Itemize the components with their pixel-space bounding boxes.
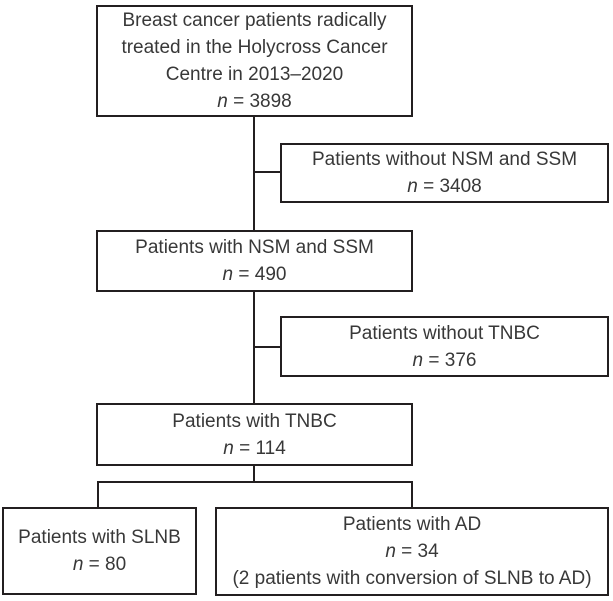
connector-tnbc-stem — [253, 466, 255, 483]
n-symbol: n — [407, 176, 418, 197]
n-symbol: n — [222, 264, 234, 285]
n-symbol: n — [217, 91, 228, 112]
box-label: Patients with SLNB — [18, 527, 181, 548]
n-symbol: n — [412, 349, 424, 371]
flow-box-with-tnbc: Patients with TNBC n = 114 — [96, 403, 413, 466]
box-label: Patients with TNBC — [172, 410, 337, 432]
n-symbol: n — [385, 541, 396, 562]
connector-branch-without-nsm — [253, 171, 282, 173]
box-label: Patients with NSM and SSM — [135, 237, 374, 258]
connector-drop-to-slnb — [97, 481, 99, 507]
flow-box-without-nsm-ssm: Patients without NSM and SSM n = 3408 — [280, 143, 609, 203]
box-label: Patients without TNBC — [349, 322, 540, 344]
n-number: = 3898 — [227, 91, 292, 112]
box-n-value: n = 376 — [292, 347, 597, 374]
box-n-value: n = 3898 — [108, 88, 401, 115]
connector-branch-without-tnbc — [253, 346, 282, 348]
box-n-value: n = 80 — [14, 551, 185, 578]
flow-box-with-ad: Patients with AD n = 34 (2 patients with… — [215, 507, 609, 596]
box-n-value: n = 34 — [227, 538, 597, 565]
box-note: (2 patients with conversion of SLNB to A… — [232, 568, 592, 589]
box-n-value: n = 490 — [108, 261, 401, 288]
box-label: Patients without NSM and SSM — [311, 149, 578, 170]
box-n-value: n = 3408 — [292, 173, 597, 200]
connector-split-horizontal — [97, 481, 413, 483]
connector-total-to-nsm-vertical — [253, 117, 255, 230]
flow-box-total-patients: Breast cancer patients radically treated… — [96, 5, 413, 117]
box-label: Breast cancer patients radically treated… — [121, 10, 388, 85]
connector-drop-to-ad — [411, 481, 413, 507]
flow-box-with-slnb: Patients with SLNB n = 80 — [2, 507, 197, 595]
n-number: = 34 — [395, 541, 439, 562]
n-number: = 376 — [423, 349, 477, 371]
n-symbol: n — [223, 437, 234, 459]
box-label: Patients with AD — [342, 514, 482, 535]
n-symbol: n — [72, 554, 84, 575]
flow-box-without-tnbc: Patients without TNBC n = 376 — [280, 316, 609, 377]
n-number: = 3408 — [417, 176, 482, 197]
box-n-value: n = 114 — [108, 435, 401, 462]
flow-box-with-nsm-ssm: Patients with NSM and SSM n = 490 — [96, 230, 413, 292]
n-number: = 80 — [83, 554, 127, 575]
n-number: = 490 — [233, 264, 287, 285]
n-number: = 114 — [233, 437, 286, 459]
